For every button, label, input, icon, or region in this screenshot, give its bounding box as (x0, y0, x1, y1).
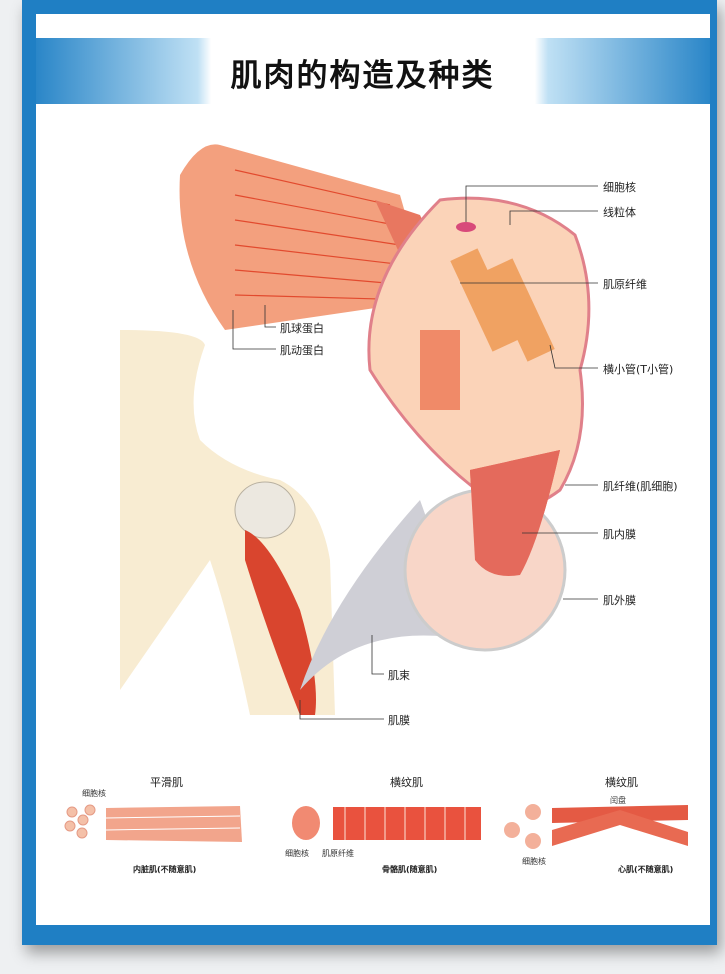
skeletal-nucleus-label: 细胞核 (285, 849, 309, 858)
muscle-fiber-section (367, 196, 591, 510)
biceps-muscle (245, 530, 316, 715)
label-myosin: 肌球蛋白 (280, 322, 324, 335)
smooth-muscle-sample (64, 804, 242, 842)
page-title: 肌肉的构造及种类 (230, 58, 495, 94)
title-band (36, 38, 710, 104)
cardiac-muscle-title: 横纹肌 (605, 776, 638, 789)
label-actin: 肌动蛋白 (280, 344, 324, 357)
smooth-nucleus-label: 细胞核 (82, 789, 106, 798)
label-sarcolemma: 肌膜 (388, 714, 410, 727)
shoulder-bone (234, 481, 296, 539)
cardiac-muscle-caption: 心肌(不随意肌) (618, 865, 674, 874)
label-nucleus: 细胞核 (603, 181, 636, 194)
cardiac-disc-label: 闰盘 (610, 796, 626, 805)
smooth-muscle-caption: 内脏肌(不随意肌) (133, 865, 197, 874)
label-fascicle: 肌束 (388, 669, 410, 682)
label-t-tubule: 横小管(T小管) (603, 363, 674, 376)
label-muscle-fiber: 肌纤维(肌细胞) (603, 480, 678, 493)
skeletal-myofibril-label: 肌原纤维 (322, 849, 354, 858)
nucleus-shape (456, 222, 476, 232)
label-mitochondria: 线粒体 (603, 206, 636, 219)
myofibril-fan (179, 144, 430, 330)
label-endomysium: 肌内膜 (603, 528, 636, 541)
label-epimysium: 肌外膜 (603, 594, 636, 607)
cardiac-nucleus-label: 细胞核 (522, 857, 546, 866)
skeletal-muscle-title: 横纹肌 (390, 776, 423, 789)
skeletal-muscle-sample (292, 806, 481, 840)
cardiac-muscle-sample (504, 804, 688, 849)
skeletal-muscle-caption: 骨骼肌(随意肌) (382, 865, 438, 874)
leader-lines (232, 185, 598, 720)
label-myofibril: 肌原纤维 (603, 278, 647, 291)
smooth-muscle-title: 平滑肌 (150, 776, 183, 789)
